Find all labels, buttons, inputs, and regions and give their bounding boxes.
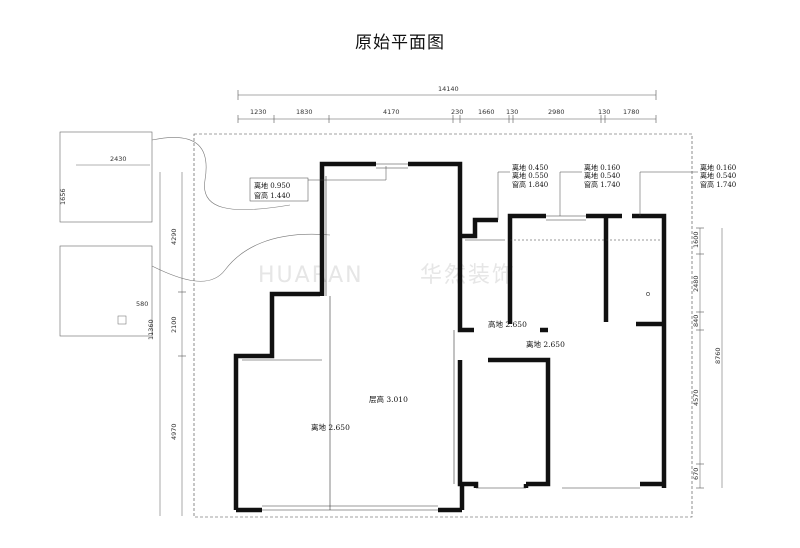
label-hall-b: 高地 2.650 [488, 319, 527, 329]
right-dim-1: 1600 [692, 231, 700, 248]
walls [233, 161, 667, 513]
site-boundary [193, 133, 693, 518]
label-storey-height: 层高 3.010 [369, 394, 408, 404]
window-note-a-2: 离地 0.550 [512, 171, 548, 180]
break-curve-lower [151, 233, 331, 282]
keyplan-height: 1656 [59, 188, 67, 205]
label-hall-a: 离地 2.650 [526, 339, 565, 349]
window-note-b-2: 离地 0.540 [584, 171, 620, 180]
window-note-b-3: 窗高 1.740 [584, 180, 620, 189]
watermark-cjk: 华然装饰 [420, 263, 516, 288]
top-dim-9: 1780 [623, 108, 640, 116]
window-note-b-1: 离地 0.160 [584, 163, 620, 172]
top-dim-overall: 14140 [438, 85, 459, 93]
keyplan-lower [59, 245, 153, 337]
window-note-c-1: 离地 0.160 [700, 163, 736, 172]
watermark-latin: HUARAN [258, 263, 364, 288]
keyplan-small: 580 [136, 300, 148, 308]
left-dim-2: 2100 [170, 316, 178, 333]
right-dim-3: 840 [692, 315, 700, 327]
inner-lines [242, 163, 660, 511]
top-dim-4: 230 [451, 108, 463, 116]
right-dim-5: 670 [692, 468, 700, 480]
top-dim-5: 1660 [478, 108, 495, 116]
top-dim-2: 1830 [296, 108, 313, 116]
top-dim-7: 2980 [548, 108, 565, 116]
top-dim-ticks [237, 90, 657, 123]
page-title: 原始平面图 [355, 33, 445, 53]
keyplan-width: 2430 [110, 155, 127, 163]
top-dim-3: 4170 [383, 108, 400, 116]
label-left-room: 离地 2.650 [311, 422, 350, 432]
break-curve-upper [151, 137, 291, 210]
right-dim-overall: 8760 [714, 347, 722, 364]
keyplan-small-box [117, 315, 127, 325]
top-dim-8: 130 [598, 108, 610, 116]
window-note-a-3: 窗高 1.840 [512, 180, 548, 189]
top-dim-1: 1230 [250, 108, 267, 116]
window-note-living-1: 离地 0.950 [254, 181, 290, 190]
left-dim-1: 4290 [170, 228, 178, 245]
window-note-c-3: 窗高 1.740 [700, 180, 736, 189]
window-note-living-2: 窗高 1.440 [254, 191, 290, 200]
right-dim-2: 2480 [692, 275, 700, 292]
window-note-living-box [249, 177, 309, 202]
window-note-a-1: 离地 0.450 [512, 163, 548, 172]
left-dim-3: 4970 [170, 423, 178, 440]
right-dim-ticks [696, 227, 704, 489]
fixture-circle [646, 292, 650, 296]
top-dim-6: 130 [506, 108, 518, 116]
window-note-c-2: 离地 0.540 [700, 171, 736, 180]
right-dim-4: 4570 [692, 389, 700, 406]
left-dim-overall: 11360 [147, 319, 155, 340]
keyplan-upper [59, 131, 153, 223]
